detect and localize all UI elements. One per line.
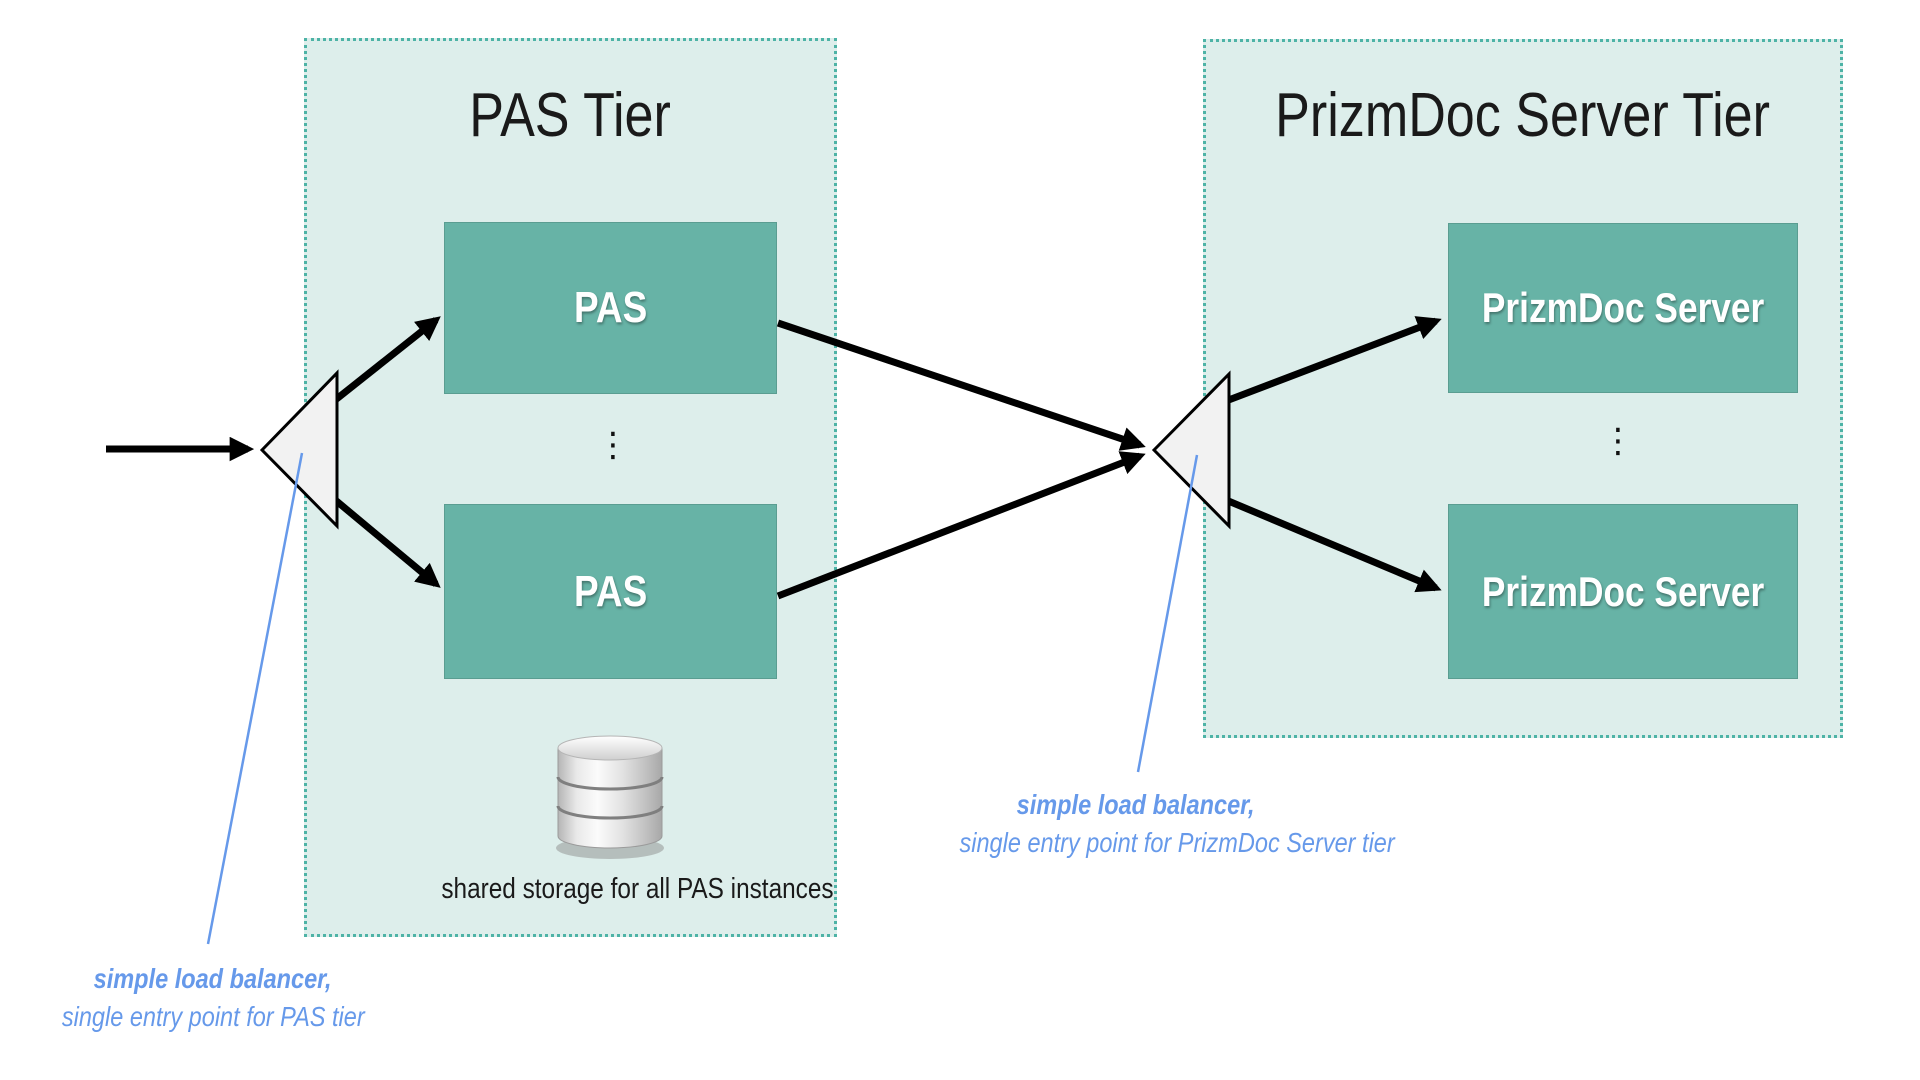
prizmdoc-node-1-label: PrizmDoc Server	[1481, 284, 1765, 331]
pas-node-1-label: PAS	[573, 283, 648, 332]
database-divider-1	[556, 776, 664, 791]
prizmdoc-tier-title: PrizmDoc Server Tier	[1203, 84, 1843, 148]
pas-lb-annotation-bold: simple load balancer,	[94, 963, 332, 994]
prizmdoc-node-1: PrizmDoc Server	[1448, 223, 1798, 393]
pas-lb-annotation: simple load balancer, single entry point…	[32, 960, 394, 1036]
database-body	[557, 747, 663, 849]
pas-tier-title: PAS Tier	[304, 84, 837, 148]
storage-caption-text: shared storage for all PAS instances	[441, 873, 834, 905]
pas-lb-annotation-rest: single entry point for PAS tier	[61, 1001, 365, 1032]
pas-node-2-label: PAS	[573, 566, 648, 616]
prizmdoc-node-2: PrizmDoc Server	[1448, 504, 1798, 679]
prizmdoc-lb-annotation-rest: single entry point for PrizmDoc Server t…	[959, 827, 1395, 858]
pas-ellipsis: ⋮	[596, 425, 630, 465]
prizmdoc-lb-annotation: simple load balancer, single entry point…	[918, 786, 1394, 862]
prizmdoc-ellipsis: ⋮	[1601, 421, 1635, 461]
prizmdoc-lb-annotation-bold: simple load balancer,	[1017, 789, 1255, 820]
database-top	[557, 735, 663, 761]
pas-node-1: PAS	[444, 222, 777, 394]
prizmdoc-tier-title-text: PrizmDoc Server Tier	[1275, 81, 1771, 150]
pas-node-2: PAS	[444, 504, 777, 679]
prizmdoc-lb-pointer-line	[1136, 454, 1199, 773]
storage-caption: shared storage for all PAS instances	[404, 872, 833, 906]
pas-lb-pointer-line	[206, 452, 304, 945]
database-divider-2	[556, 805, 664, 820]
prizmdoc-node-2-label: PrizmDoc Server	[1481, 567, 1765, 615]
pas-tier-title-text: PAS Tier	[469, 81, 672, 150]
database-icon	[556, 735, 664, 859]
